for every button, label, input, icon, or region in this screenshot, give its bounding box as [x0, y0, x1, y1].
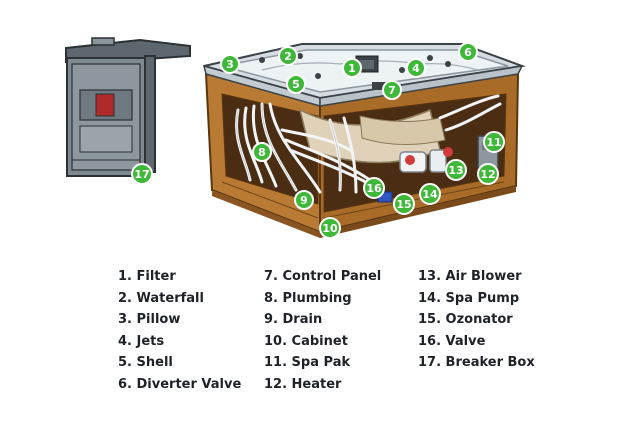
- marker-1: 1: [342, 58, 362, 78]
- svg-text:1: 1: [348, 62, 356, 75]
- marker-7: 7: [382, 80, 402, 100]
- legend-item-plumbing: 8. Plumbing: [264, 290, 352, 306]
- svg-text:2: 2: [284, 50, 292, 63]
- svg-text:12: 12: [480, 168, 495, 181]
- svg-text:5: 5: [292, 78, 300, 91]
- svg-text:11: 11: [486, 136, 501, 149]
- svg-text:17: 17: [134, 168, 149, 181]
- marker-3: 3: [220, 54, 240, 74]
- legend-item-drain: 9. Drain: [264, 312, 323, 327]
- svg-text:4: 4: [412, 62, 420, 75]
- part-markers: 1 2 3 4 5 6 7: [131, 42, 505, 239]
- legend-item-air-blower: 13. Air Blower: [418, 269, 522, 284]
- hot-tub-illustration: 1 2 3 4 5 6 7: [65, 37, 526, 239]
- legend-item-pillow: 3. Pillow: [118, 312, 181, 327]
- svg-text:14: 14: [422, 188, 438, 201]
- legend-item-diverter-valve: 6. Diverter Valve: [118, 376, 242, 392]
- legend-item-cabinet: 10. Cabinet: [264, 333, 348, 349]
- marker-8: 8: [252, 142, 272, 162]
- svg-text:9: 9: [300, 194, 308, 207]
- parts-legend: 1. Filter 2. Waterfall 3. Pillow 4. Jets…: [118, 266, 618, 396]
- marker-12: 12: [477, 163, 499, 185]
- legend-item-filter: 1. Filter: [118, 269, 176, 284]
- marker-2: 2: [278, 46, 298, 66]
- svg-text:10: 10: [322, 222, 338, 235]
- marker-9: 9: [294, 190, 314, 210]
- svg-text:3: 3: [226, 58, 234, 71]
- legend-item-ozonator: 15. Ozonator: [418, 312, 513, 327]
- svg-text:13: 13: [448, 164, 463, 177]
- legend-item-jets: 4. Jets: [118, 333, 165, 349]
- marker-15: 15: [393, 193, 415, 215]
- marker-17: 17: [131, 163, 153, 185]
- legend-item-spa-pak: 11. Spa Pak: [264, 355, 351, 370]
- legend-item-control-panel: 7. Control Panel: [264, 269, 382, 284]
- svg-text:6: 6: [464, 46, 472, 59]
- legend-item-heater: 12. Heater: [264, 376, 342, 392]
- marker-11: 11: [483, 131, 505, 153]
- breaker-box: [65, 37, 191, 177]
- marker-5: 5: [286, 74, 306, 94]
- marker-14: 14: [419, 183, 441, 205]
- spa-internals: [235, 94, 502, 203]
- legend-item-breaker-box: 17. Breaker Box: [418, 355, 535, 370]
- marker-4: 4: [406, 58, 426, 78]
- marker-13: 13: [445, 159, 467, 181]
- svg-text:7: 7: [388, 84, 396, 97]
- svg-text:16: 16: [366, 182, 382, 195]
- marker-16: 16: [363, 177, 385, 199]
- marker-6: 6: [458, 42, 478, 62]
- marker-10: 10: [319, 217, 341, 239]
- legend-item-waterfall: 2. Waterfall: [118, 290, 204, 306]
- legend-item-shell: 5. Shell: [118, 355, 173, 370]
- svg-text:15: 15: [396, 198, 411, 211]
- legend-item-valve: 16. Valve: [418, 333, 486, 349]
- legend-item-spa-pump: 14. Spa Pump: [418, 290, 520, 306]
- svg-text:8: 8: [258, 146, 266, 159]
